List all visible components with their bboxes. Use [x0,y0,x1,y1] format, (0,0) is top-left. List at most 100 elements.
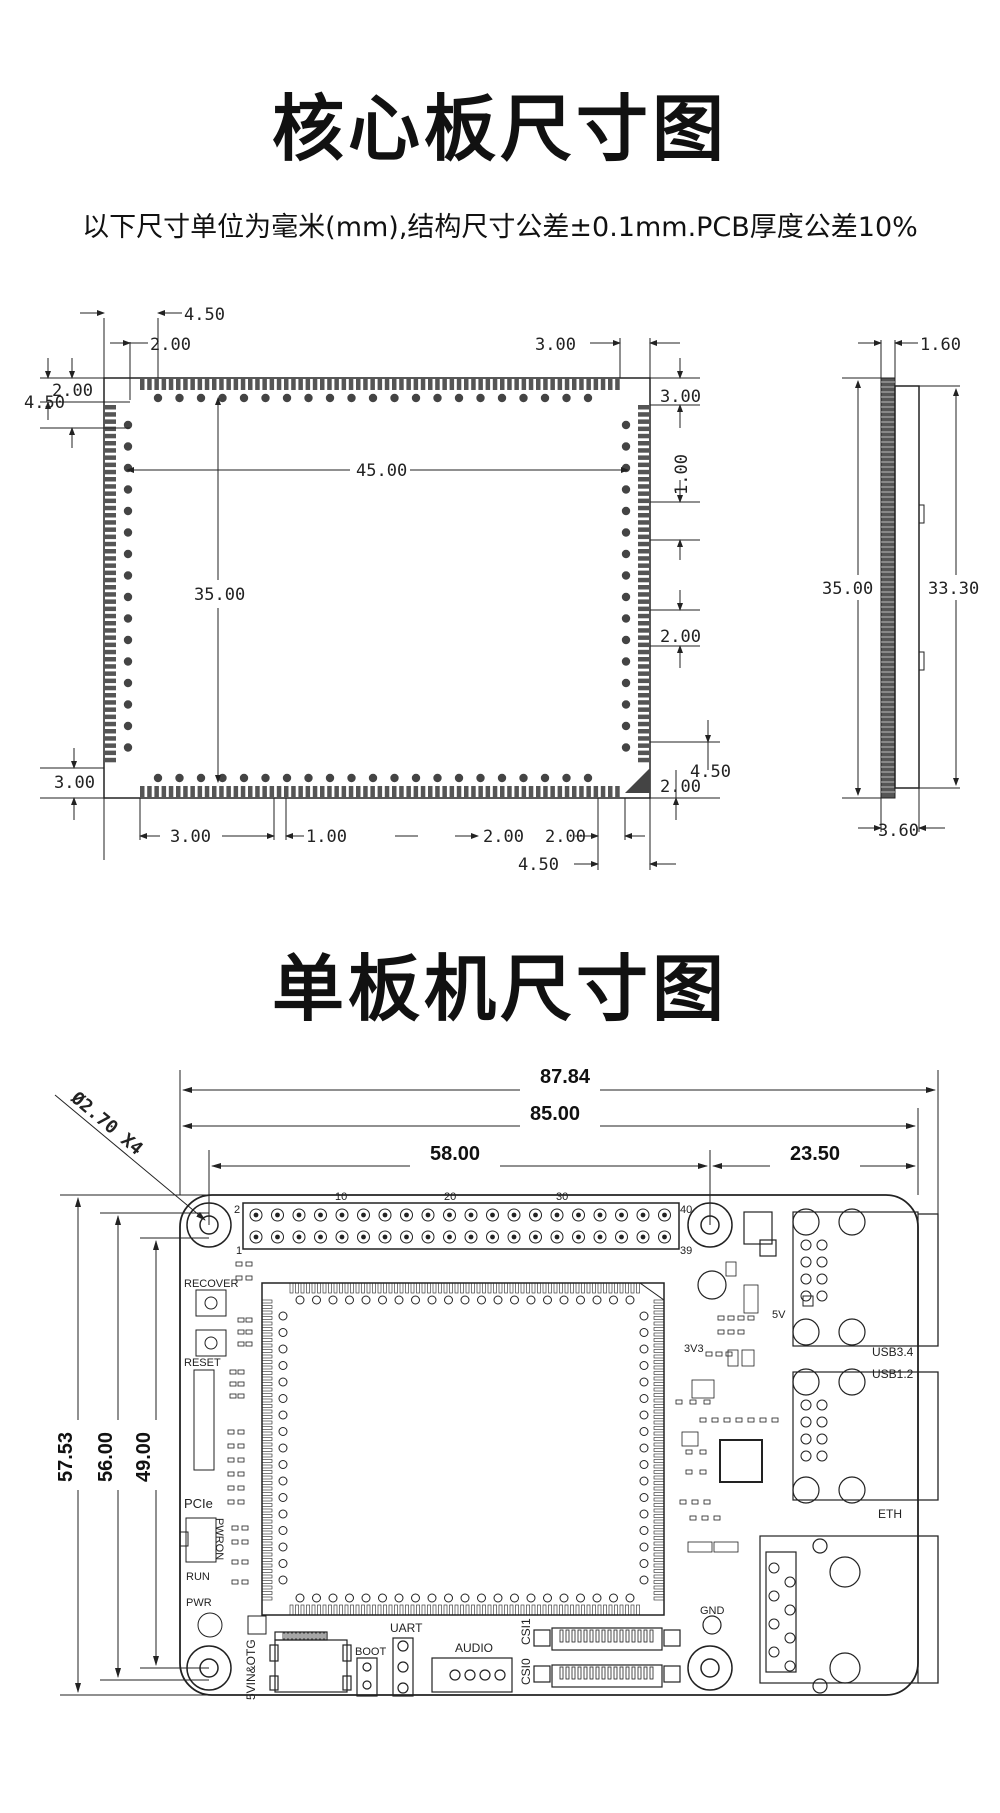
edge-pad [413,786,419,798]
edge-pad [320,378,325,390]
edge-pad [104,462,116,468]
dim-3-00-top-right: 3.00 [535,335,576,355]
edge-pad [104,469,116,475]
core-board-title: 核心板尺寸图 [271,87,728,171]
edge-pad [356,786,361,798]
ball-pad [123,420,133,430]
edge-pad [638,642,650,648]
ball-pad [497,773,507,783]
edge-pad [638,685,650,691]
edge-pad [485,378,491,390]
ball-pad [123,463,133,473]
edge-pad [464,378,469,390]
edge-pad [638,707,650,712]
edge-pad [471,786,476,798]
edge-pad [586,786,591,798]
ball-pad [325,773,335,783]
ball-pad [123,485,133,494]
ball-pad [476,393,485,403]
edge-pad [104,707,116,712]
edge-pad [190,378,195,390]
edge-pad [104,412,116,417]
edge-pad [104,635,116,640]
edge-pad [104,513,116,518]
ball-pad [621,614,631,623]
edge-pad [104,549,116,554]
edge-pad [392,378,397,390]
ball-pad [621,420,631,430]
edge-pad [638,570,650,576]
pin1-marker [625,768,650,793]
edge-pad [435,786,440,798]
edge-pad [392,786,397,798]
dim-3-00-bottom: 3.00 [170,827,211,847]
edge-pad [514,378,519,390]
edge-pad [104,743,116,748]
edge-pad [104,750,116,756]
edge-pad [638,736,650,741]
edge-pad [638,527,650,532]
edge-pad [104,570,116,576]
edge-pad [312,378,318,390]
edge-pad [291,378,296,390]
edge-pad [276,378,282,390]
edge-pad [334,786,339,798]
edge-pad [638,743,650,748]
edge-pad [176,786,181,798]
edge-pad [399,378,404,390]
ball-pad [390,393,399,403]
edge-pad [204,786,210,798]
edge-pad [638,513,650,518]
edge-pad [104,433,116,439]
edge-pad [638,498,650,504]
edge-pad [104,505,116,511]
edge-pad [500,786,505,798]
edge-pad [168,786,174,798]
edge-pad [550,786,555,798]
edge-pad [104,621,116,626]
edge-pad [638,714,650,720]
edge-pad [204,378,210,390]
edge-pad [334,378,339,390]
edge-pad [255,786,260,798]
edge-pad [104,563,116,568]
dim-2-00-right-bottom: 2.00 [660,777,701,797]
ball-pad [621,528,631,537]
edge-pad [305,786,311,798]
edge-pad [435,378,440,390]
edge-pad [348,786,354,798]
ball-pad [583,773,593,783]
side-dim-33-30: 33.30 [928,579,979,599]
edge-pad [370,786,375,798]
edge-pad [104,678,116,684]
edge-pad [456,378,462,390]
tolerance-note: 以下尺寸单位为毫米(mm),结构尺寸公差±0.1mm.PCB厚度公差10% [82,212,918,243]
edge-pad [298,378,303,390]
ball-pad [621,571,631,580]
ball-pad [123,528,133,537]
edge-pad [638,534,650,540]
edge-pad [269,378,275,390]
ball-pad [519,773,528,783]
core-pads [104,378,650,798]
edge-pad [428,786,433,798]
edge-pad [104,448,116,453]
edge-pad [248,786,253,798]
edge-pad [104,757,116,763]
ball-pad [123,700,133,709]
edge-pad [608,378,613,390]
dim-2-00-bottom-a: 2.00 [483,827,524,847]
edge-pad [638,433,650,439]
ball-pad [123,571,133,580]
edge-pad [341,378,347,390]
edge-pad [449,786,455,798]
edge-pad [104,599,116,604]
edge-pad [615,378,620,390]
edge-pad [104,657,116,662]
edge-pad [638,729,650,734]
edge-pad [543,378,548,390]
edge-pad [528,378,534,390]
edge-pad [442,378,447,390]
edge-pad [197,378,203,390]
edge-pad [298,786,303,798]
